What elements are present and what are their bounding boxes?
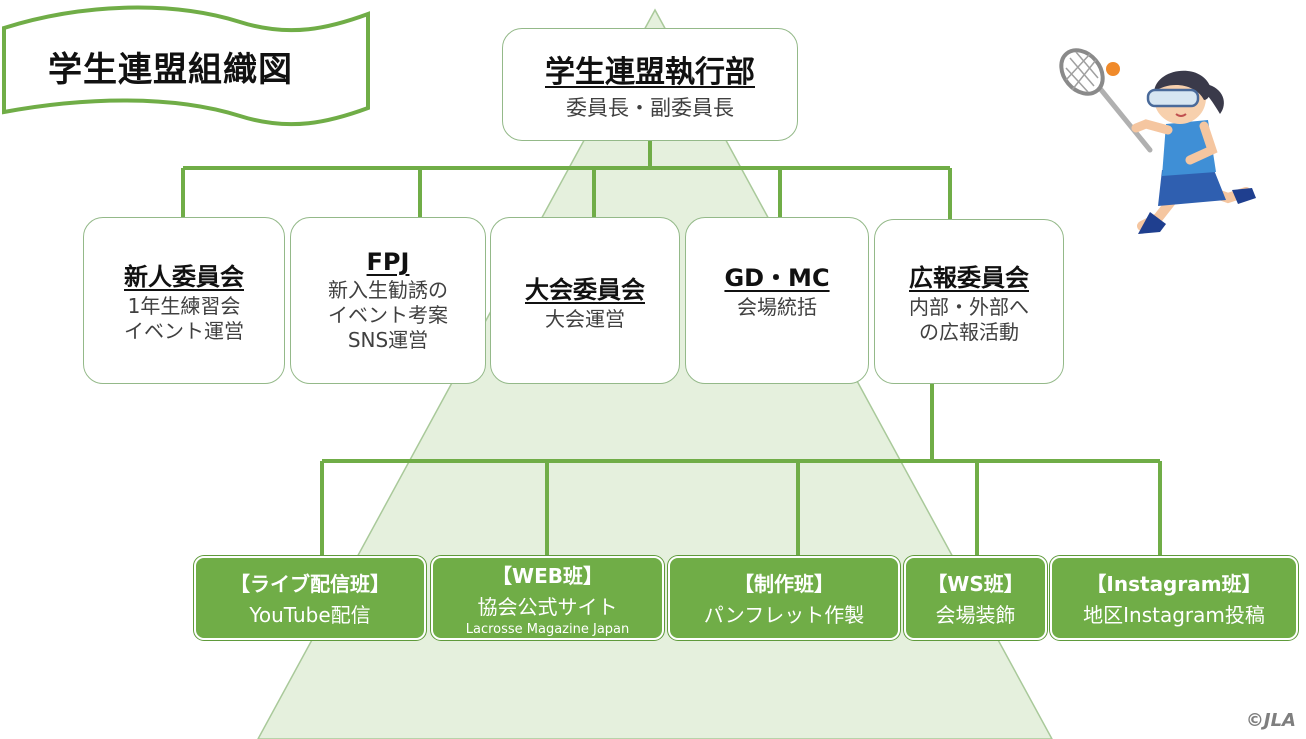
team-box-seisaku: 【制作班】 パンフレット作製 — [668, 556, 900, 640]
committee-name: GD・MC — [724, 264, 830, 292]
team-desc: 地区Instagram投稿 — [1083, 603, 1265, 627]
committee-line: SNS運営 — [347, 328, 429, 352]
team-box-instagram: 【Instagram班】 地区Instagram投稿 — [1050, 556, 1298, 640]
committee-line: の広報活動 — [919, 320, 1019, 344]
committee-name: 広報委員会 — [909, 264, 1029, 292]
copyright-mark: ©JLA — [1245, 710, 1296, 731]
committee-box-gdmc: GD・MC 会場統括 — [685, 217, 869, 384]
team-name: 【Instagram班】 — [1086, 572, 1262, 596]
title-banner — [2, 5, 370, 127]
committee-box-fpj: FPJ 新入生勧誘の イベント考案 SNS運営 — [290, 217, 486, 384]
team-name: 【制作班】 — [734, 572, 834, 596]
committee-line: イベント考案 — [328, 303, 448, 327]
team-desc: パンフレット作製 — [703, 603, 865, 627]
committee-box-kouhou: 広報委員会 内部・外部へ の広報活動 — [874, 219, 1064, 384]
team-box-live: 【ライブ配信班】 YouTube配信 — [194, 556, 426, 640]
team-desc: YouTube配信 — [249, 603, 371, 627]
committee-box-shinjin: 新人委員会 1年生練習会 イベント運営 — [83, 217, 285, 384]
committee-name: 大会委員会 — [525, 275, 645, 304]
committee-line: 新入生勧誘の — [328, 278, 448, 302]
committee-box-taikai: 大会委員会 大会運営 — [490, 217, 680, 384]
committee-line: 会場統括 — [737, 295, 817, 319]
connector-lines — [181, 140, 1162, 556]
team-name: 【WS班】 — [927, 572, 1024, 596]
team-box-web: 【WEB班】 協会公式サイト Lacrosse Magazine Japan — [431, 556, 664, 640]
committee-line: イベント運営 — [124, 319, 244, 343]
team-extra: Lacrosse Magazine Japan — [465, 621, 630, 637]
executive-name: 学生連盟執行部 — [545, 55, 755, 91]
committee-line: 内部・外部へ — [909, 295, 1029, 319]
committee-line: 大会運営 — [545, 306, 625, 331]
executive-box: 学生連盟執行部 委員長・副委員長 — [502, 28, 798, 141]
team-desc: 会場装飾 — [935, 603, 1016, 627]
committee-name: FPJ — [366, 248, 410, 276]
executive-desc: 委員長・副委員長 — [566, 96, 734, 121]
committee-line: 1年生練習会 — [127, 294, 241, 318]
team-name: 【WEB班】 — [492, 563, 603, 588]
team-name: 【ライブ配信班】 — [230, 572, 390, 596]
lacrosse-player-illustration — [1059, 48, 1256, 234]
team-box-ws: 【WS班】 会場装飾 — [904, 556, 1047, 640]
page-title: 学生連盟組織図 — [48, 50, 293, 90]
team-desc: 協会公式サイト — [477, 594, 618, 619]
committee-name: 新人委員会 — [124, 263, 244, 291]
